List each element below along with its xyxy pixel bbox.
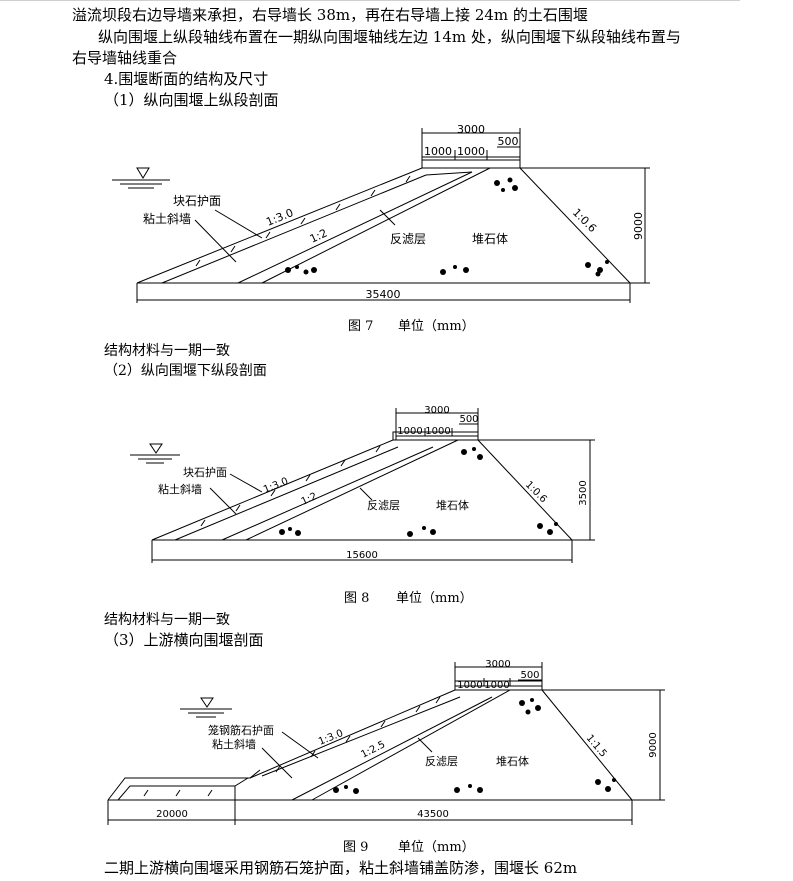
fig7-seg1: 1000: [424, 145, 452, 158]
fig9-base-right: 43500: [417, 809, 449, 820]
fig8-caption-unit: 单位（mm）: [396, 591, 473, 606]
fig9-base-left: 20000: [156, 809, 188, 820]
fig9-seg2: 1000: [484, 680, 509, 691]
fig7-caption-unit: 单位（mm）: [398, 319, 475, 334]
page-top-border: [0, 0, 740, 1]
fig7-label-rock: 堆石体: [472, 232, 508, 246]
fig8-height: 3500: [578, 480, 589, 505]
fig8-label-rock: 堆石体: [436, 498, 469, 512]
material-note-2: 结构材料与一期一致: [104, 612, 230, 628]
fig7-caption-number: 图 7: [348, 319, 373, 334]
fig8-seg3: 500: [459, 414, 478, 425]
water-level-symbol-icon: [149, 443, 163, 454]
body-text-line-2: 纵向围堰上纵段轴线布置在一期纵向围堰轴线左边 14m 处，纵向围堰下纵段轴线布置…: [98, 28, 681, 46]
fig7-seg2: 1000: [457, 145, 485, 158]
fig9-label-armor: 笼钢筋石护面: [208, 723, 274, 737]
fig9-label-rock: 堆石体: [496, 754, 529, 768]
body-text-line-3: 右导墙轴线重合: [72, 49, 178, 67]
material-note-1: 结构材料与一期一致: [104, 343, 230, 359]
fig9-label-filter: 反滤层: [425, 755, 458, 768]
fig9-label-clay: 粘土斜墙: [212, 737, 256, 751]
fig7-top-width: 3000: [457, 123, 485, 136]
fig8-seg1: 1000: [397, 426, 422, 437]
fig9-height: 9000: [648, 732, 659, 757]
fig8-seg2: 1000: [425, 426, 450, 437]
fig8-label-armor: 块石护面: [183, 465, 227, 479]
fig9-caption-unit: 单位（mm）: [398, 840, 475, 855]
section-heading-4: 4.围堰断面的结构及尺寸: [104, 70, 269, 88]
fig9-top-width: 3000: [485, 659, 510, 670]
fig7-label-filter: 反滤层: [390, 232, 426, 246]
subsection-3-heading: （3）上游横向围堰剖面: [104, 631, 264, 649]
fig7-seg3: 500: [498, 135, 519, 148]
fig8-label-filter: 反滤层: [367, 499, 400, 512]
fig7-label-armor: 块石护面: [173, 194, 221, 208]
fig8-base: 15600: [346, 550, 378, 561]
fig7-height: 9000: [632, 212, 645, 240]
fig9-slope-mid: 1:2.5: [359, 739, 387, 760]
body-text-line-1: 溢流坝段右边导墙来承担，右导墙长 38m，再在右导墙上接 24m 的土石围堰: [72, 6, 588, 24]
water-level-symbol-icon: [200, 697, 214, 708]
fig8-caption-number: 图 8: [344, 591, 369, 606]
fig9-seg1: 1000: [457, 680, 482, 691]
fig7-label-clay: 粘土斜墙: [143, 211, 191, 226]
fig9-caption-number: 图 9: [343, 840, 368, 855]
fig9-seg3: 500: [520, 670, 539, 681]
fig8-top-width: 3000: [424, 405, 449, 416]
fig7-base: 35400: [366, 288, 401, 301]
subsection-1-heading: （1）纵向围堰上纵段剖面: [104, 91, 279, 109]
water-level-symbol-icon: [136, 167, 150, 179]
fig8-label-clay: 粘土斜墙: [158, 482, 202, 496]
subsection-2-heading: （2）纵向围堰下纵段剖面: [104, 363, 267, 379]
body-text-last-line: 二期上游横向围堰采用钢筋石笼护面，粘土斜墙铺盖防渗，围堰长 62m: [104, 859, 578, 877]
